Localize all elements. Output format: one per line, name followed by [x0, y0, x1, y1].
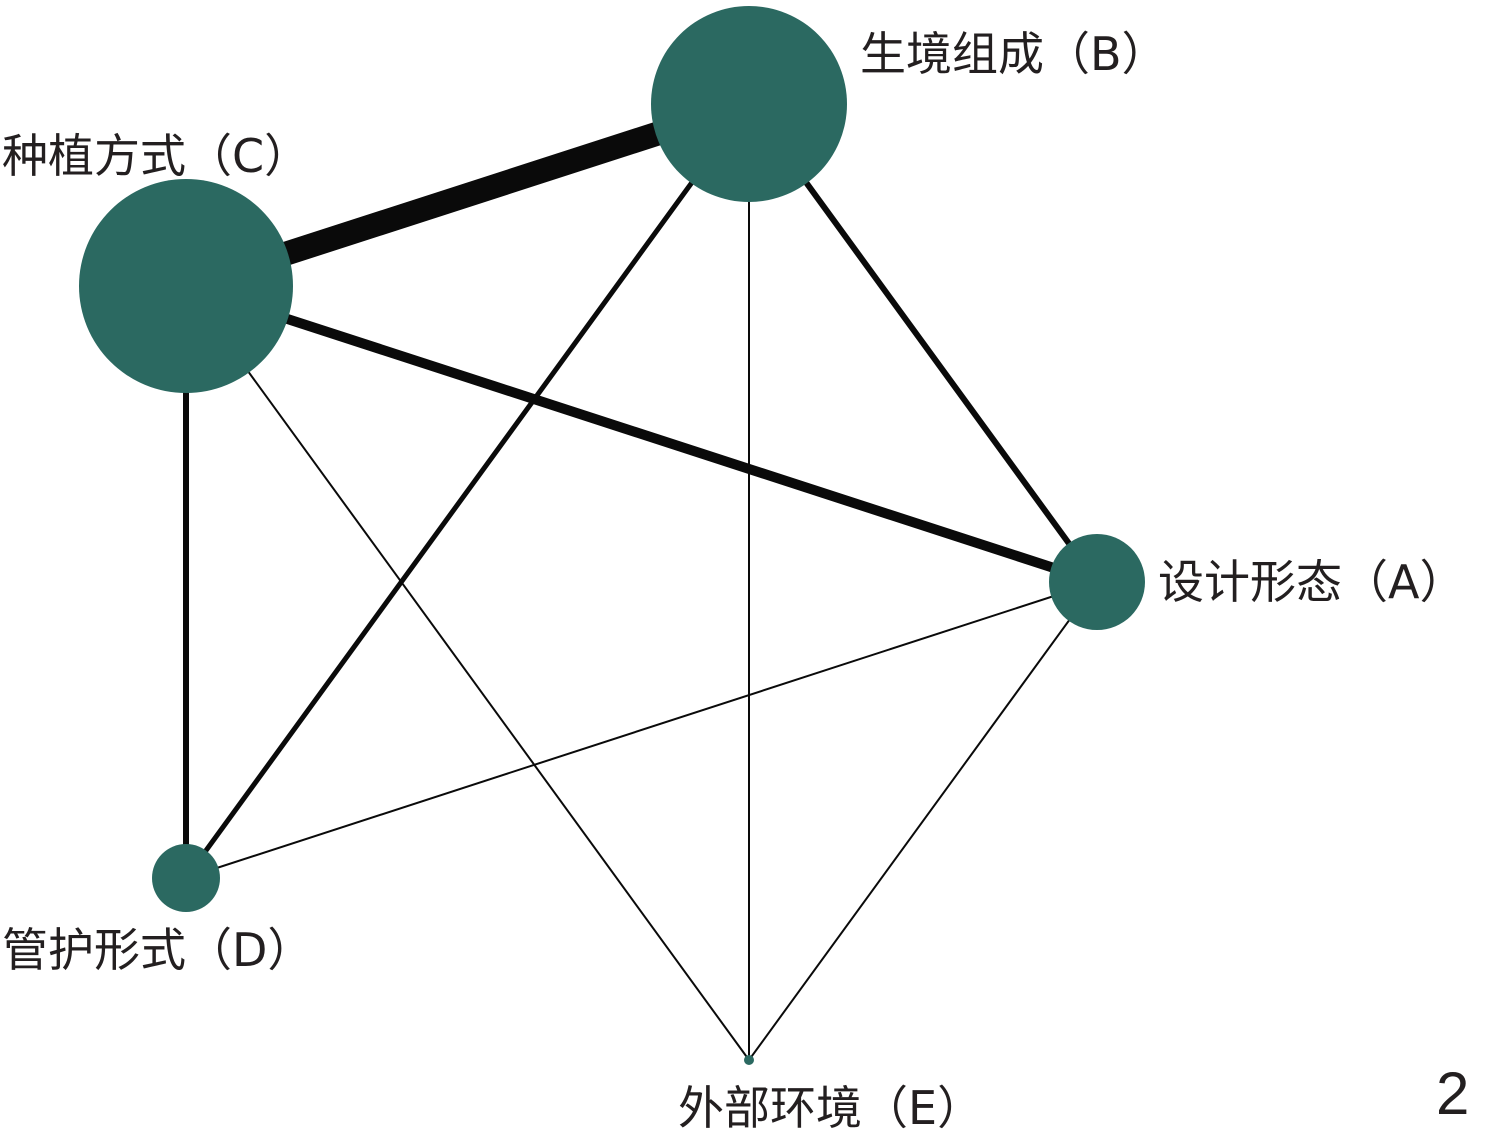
edge-b-a [746, 102, 1100, 584]
node-label-c: 种植方式（C） [2, 129, 310, 183]
edge-b-d [183, 102, 752, 880]
node-d [152, 844, 220, 912]
node-label-b: 生境组成（B） [860, 27, 1168, 81]
edges-layer [182, 92, 1100, 1061]
edge-a-e [748, 581, 1098, 1061]
edge-c-a [184, 281, 1099, 587]
node-b [651, 6, 847, 202]
edge-c-e [185, 285, 750, 1061]
edge-a-d [185, 581, 1098, 879]
node-label-e: 外部环境（E） [678, 1081, 983, 1135]
node-e [744, 1055, 754, 1065]
figure-number: 2 [1436, 1060, 1469, 1127]
node-a [1049, 534, 1145, 630]
node-c [79, 179, 293, 393]
node-label-a: 设计形态（A） [1158, 555, 1465, 609]
nodes-layer [79, 6, 1145, 1065]
labels-layer: 生境组成（B） 种植方式（C） 设计形态（A） 管护形式（D） 外部环境（E） … [2, 27, 1469, 1135]
node-label-d: 管护形式（D） [2, 923, 313, 977]
